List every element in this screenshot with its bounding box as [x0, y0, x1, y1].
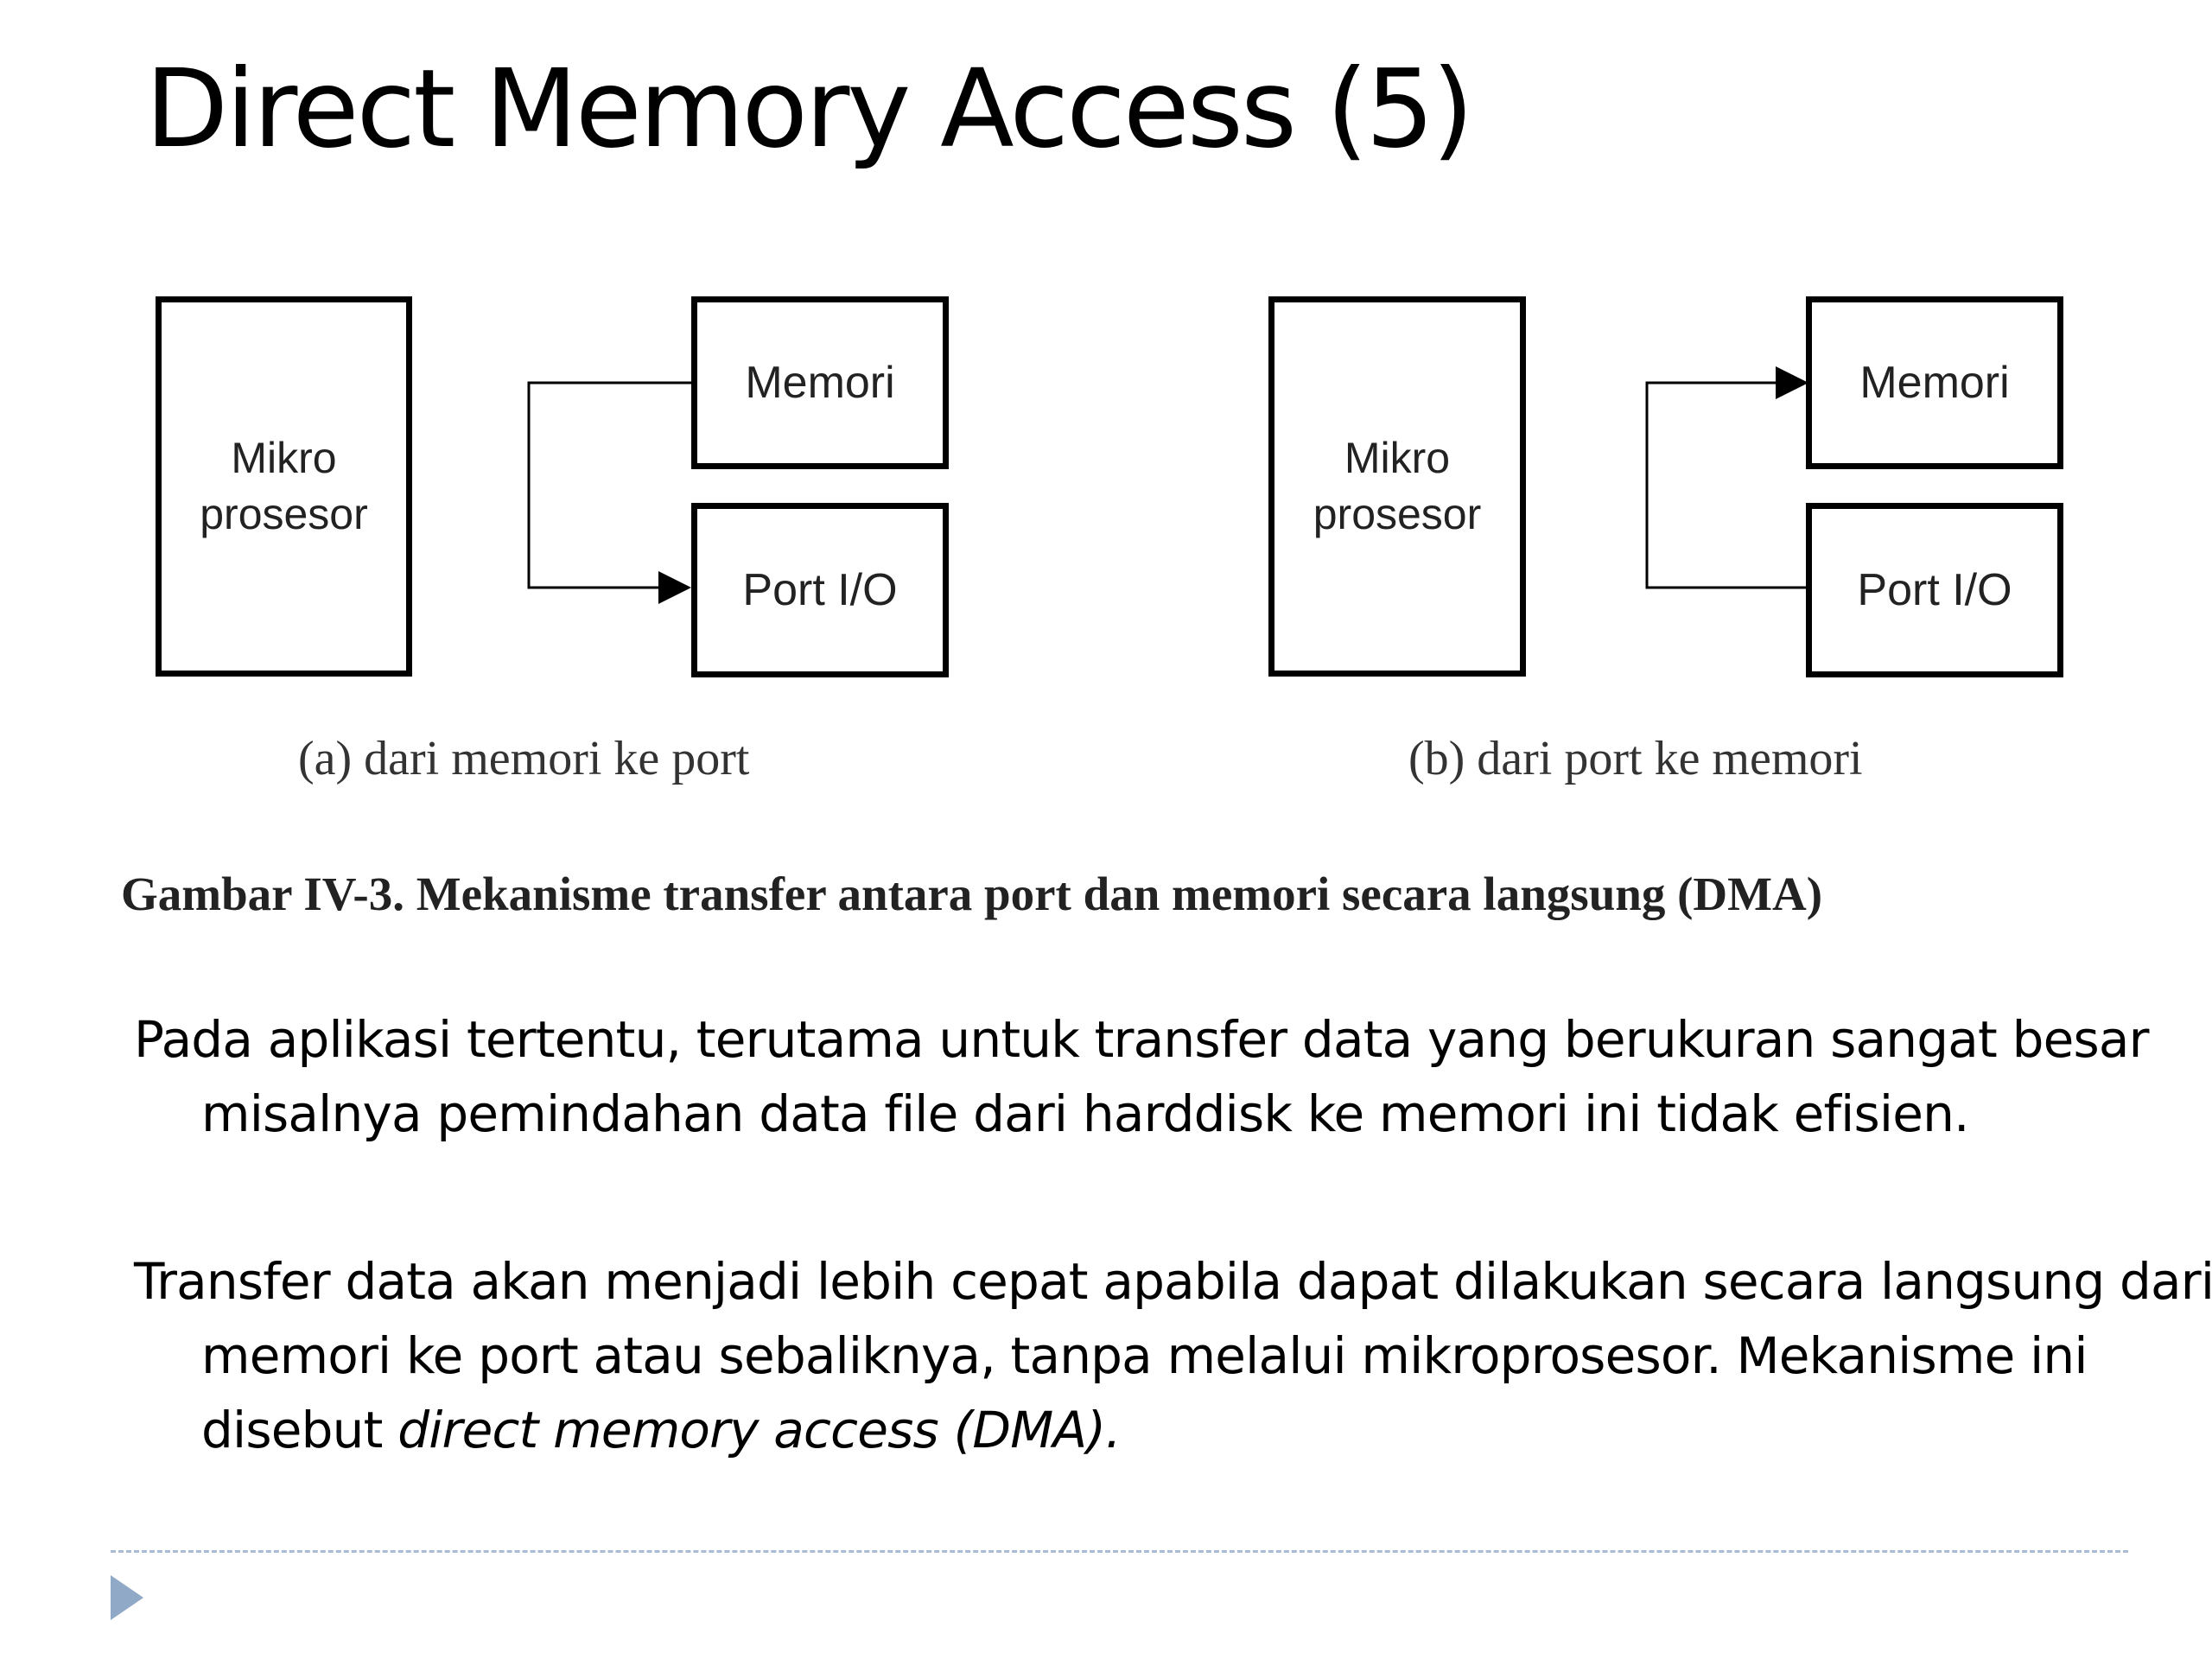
port-label-b: Port I/O	[1857, 565, 2012, 615]
arrow-port-to-memory	[1645, 381, 1813, 589]
port-box-b: Port I/O	[1806, 503, 2063, 677]
connector-lines	[527, 366, 1813, 604]
memory-box-b: Memori	[1806, 296, 2063, 469]
memory-box-a: Memori	[691, 296, 949, 469]
arrowhead-a	[658, 571, 691, 604]
arrowhead-b	[1776, 366, 1808, 399]
sub-caption-a: (a) dari memori ke port	[298, 732, 750, 785]
figure-caption: Gambar IV-3. Mekanisme transfer antara p…	[121, 868, 1823, 920]
paragraph-1: Pada aplikasi tertentu, terutama untuk t…	[134, 1010, 2150, 1143]
sub-caption-b: (b) dari port ke memori	[1408, 732, 1863, 785]
slide-title: Direct Memory Access (5)	[145, 47, 1474, 172]
paragraph-2-text: Transfer data akan menjadi lebih cepat a…	[134, 1252, 2212, 1459]
dma-figure: Mikro prosesor Memori Port I/O (a) dari …	[121, 296, 2063, 920]
memory-label-a: Memori	[745, 358, 895, 408]
arrow-memory-to-port	[527, 381, 693, 601]
cpu-box-a: Mikro prosesor	[156, 296, 412, 677]
triangle-right-icon	[111, 1575, 143, 1620]
port-box-a: Port I/O	[691, 503, 949, 677]
cpu-box-b: Mikro prosesor	[1268, 296, 1526, 677]
footer-divider	[111, 1550, 2128, 1553]
memory-label-b: Memori	[1859, 358, 2010, 408]
cpu-label-b: Mikro prosesor	[1313, 434, 1482, 538]
port-label-a: Port I/O	[742, 565, 898, 615]
cpu-label-a: Mikro prosesor	[200, 434, 368, 538]
paragraph-2: Transfer data akan menjadi lebih cepat a…	[134, 1244, 2212, 1467]
paragraph-2-emphasis: direct memory access (DMA).	[397, 1401, 1121, 1459]
